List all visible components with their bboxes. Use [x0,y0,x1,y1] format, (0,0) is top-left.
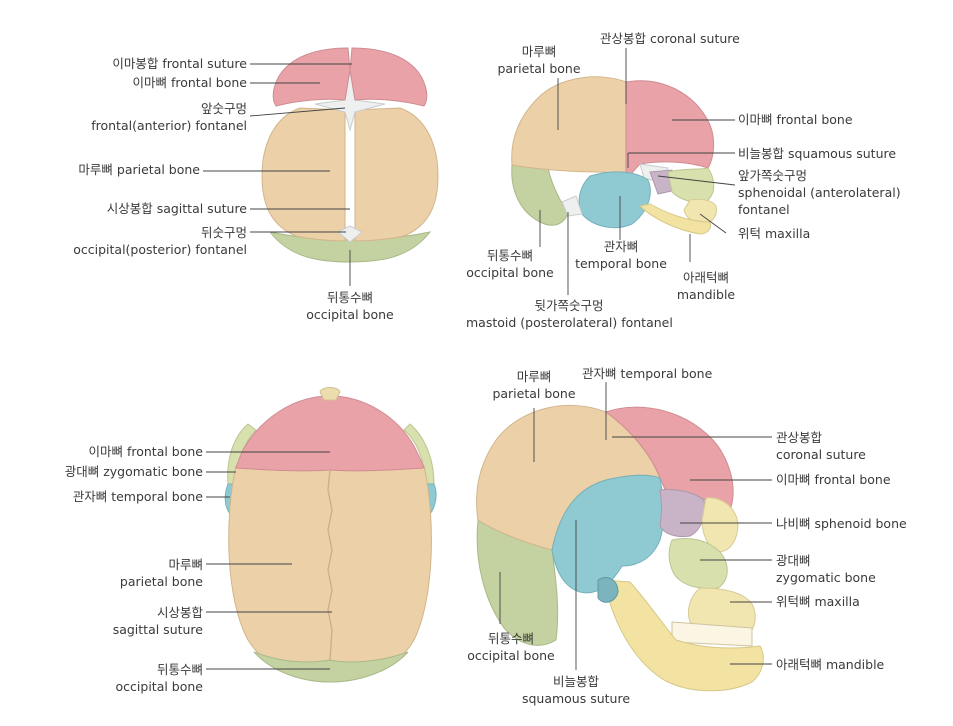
infant-side-mandible [638,203,711,235]
infant-top-anterior-fontanel [314,69,386,132]
label-infant-side-mandible: 아래턱뼈 mandible [676,270,736,302]
label-frontal-suture: 이마봉합 frontal suture [112,56,247,71]
label-adult-side-temporal: 관자뼈 temporal bone [582,366,713,381]
label-adult-top-temporal: 관자뼈 temporal bone [72,489,203,504]
label-anterior-fontanel: 앞숫구멍 frontal(anterior) fontanel [91,101,247,133]
leader-lines [203,48,772,670]
label-occipital-bone: 뒤통수뼈 occipital bone [306,290,394,322]
infant-side-mastoid-fontanel [561,195,583,217]
label-posterior-fontanel: 뒤숫구멍 occipital(posterior) fontanel [73,225,247,257]
infant-top-parietal-left [261,107,346,242]
label-adult-side-squamous: 비늘봉합 squamous suture [521,674,631,706]
infant-side-occipital-bone [511,164,569,226]
label-infant-side-temporal: 관자뼈 temporal bone [575,239,667,271]
infant-side-temporal-bone [578,171,651,229]
label-adult-side-maxilla: 위턱뼈 maxilla [776,594,860,609]
label-adult-top-zygomatic: 광대뼈 zygomatic bone [64,464,203,479]
infant-skull-top-view [261,47,439,263]
adult-top-sagittal-suture [327,469,333,661]
label-infant-side-maxilla: 위턱 maxilla [738,226,811,241]
adult-side-ear-canal [597,577,619,603]
label-adult-top-sagittal: 시상봉합 sagittal suture [112,605,203,637]
label-adult-side-zygomatic: 광대뼈 zygomatic bone [776,553,876,585]
label-adult-side-sphenoid: 나비뼈 sphenoid bone [776,516,907,531]
label-adult-top-occipital: 뒤통수뼈 occipital bone [115,662,203,694]
infant-top-frontal-left [272,47,351,107]
adult-top-nasal-tip [319,387,341,401]
adult-side-temporal-bone [551,474,665,594]
infant-side-maxilla [683,198,717,225]
label-parietal-bone: 마루뼈 parietal bone [78,162,200,177]
label-infant-side-occipital: 뒤통수뼈 occipital bone [466,248,554,280]
adult-skull-side-view [476,404,764,692]
infant-side-parietal-bone [511,76,627,181]
label-adult-side-mandible: 아래턱뼈 mandible [776,657,885,672]
adult-side-mandible [603,579,764,692]
label-infant-side-frontal: 이마뼈 frontal bone [738,112,853,127]
infant-top-parietal-right [354,107,439,242]
label-adult-side-parietal: 마루뼈 parietal bone [492,369,576,401]
infant-skull-side-view [511,76,717,235]
label-adult-top-parietal: 마루뼈 parietal bone [119,557,203,589]
infant-top-frontal-right [349,47,428,107]
label-mastoid-fontanel: 뒷가쪽숫구멍 mastoid (posterolateral) fontanel [466,298,673,330]
label-adult-side-frontal: 이마뼈 frontal bone [776,472,891,487]
adult-top-frontal-bone [235,395,425,472]
adult-side-zygomatic-bone [668,538,728,589]
infant-side-zygomatic-bone [667,167,715,203]
infant-side-frontal-bone [625,80,715,182]
label-adult-top-frontal: 이마뼈 frontal bone [88,444,203,459]
label-squamous-suture: 비늘봉합 squamous suture [738,146,897,161]
label-infant-side-parietal: 마루뼈 parietal bone [497,44,581,76]
label-sagittal-suture: 시상봉합 sagittal suture [106,201,247,216]
infant-top-posterior-fontanel [337,225,363,243]
label-adult-side-occipital: 뒤통수뼈 occipital bone [467,631,555,663]
label-coronal-suture: 관상봉합 coronal suture [600,31,740,46]
label-sphenoidal-fontanel: 앞가쪽숫구멍 sphenoidal (anterolateral) fontan… [738,168,901,217]
adult-side-sphenoid-bone [659,489,705,537]
label-adult-side-coronal: 관상봉합 coronal suture [776,430,866,462]
adult-top-occipital-bone [253,651,409,683]
adult-skull-top-view [224,387,437,683]
label-frontal-bone: 이마뼈 frontal bone [132,75,247,90]
adult-side-orbit [701,497,739,553]
